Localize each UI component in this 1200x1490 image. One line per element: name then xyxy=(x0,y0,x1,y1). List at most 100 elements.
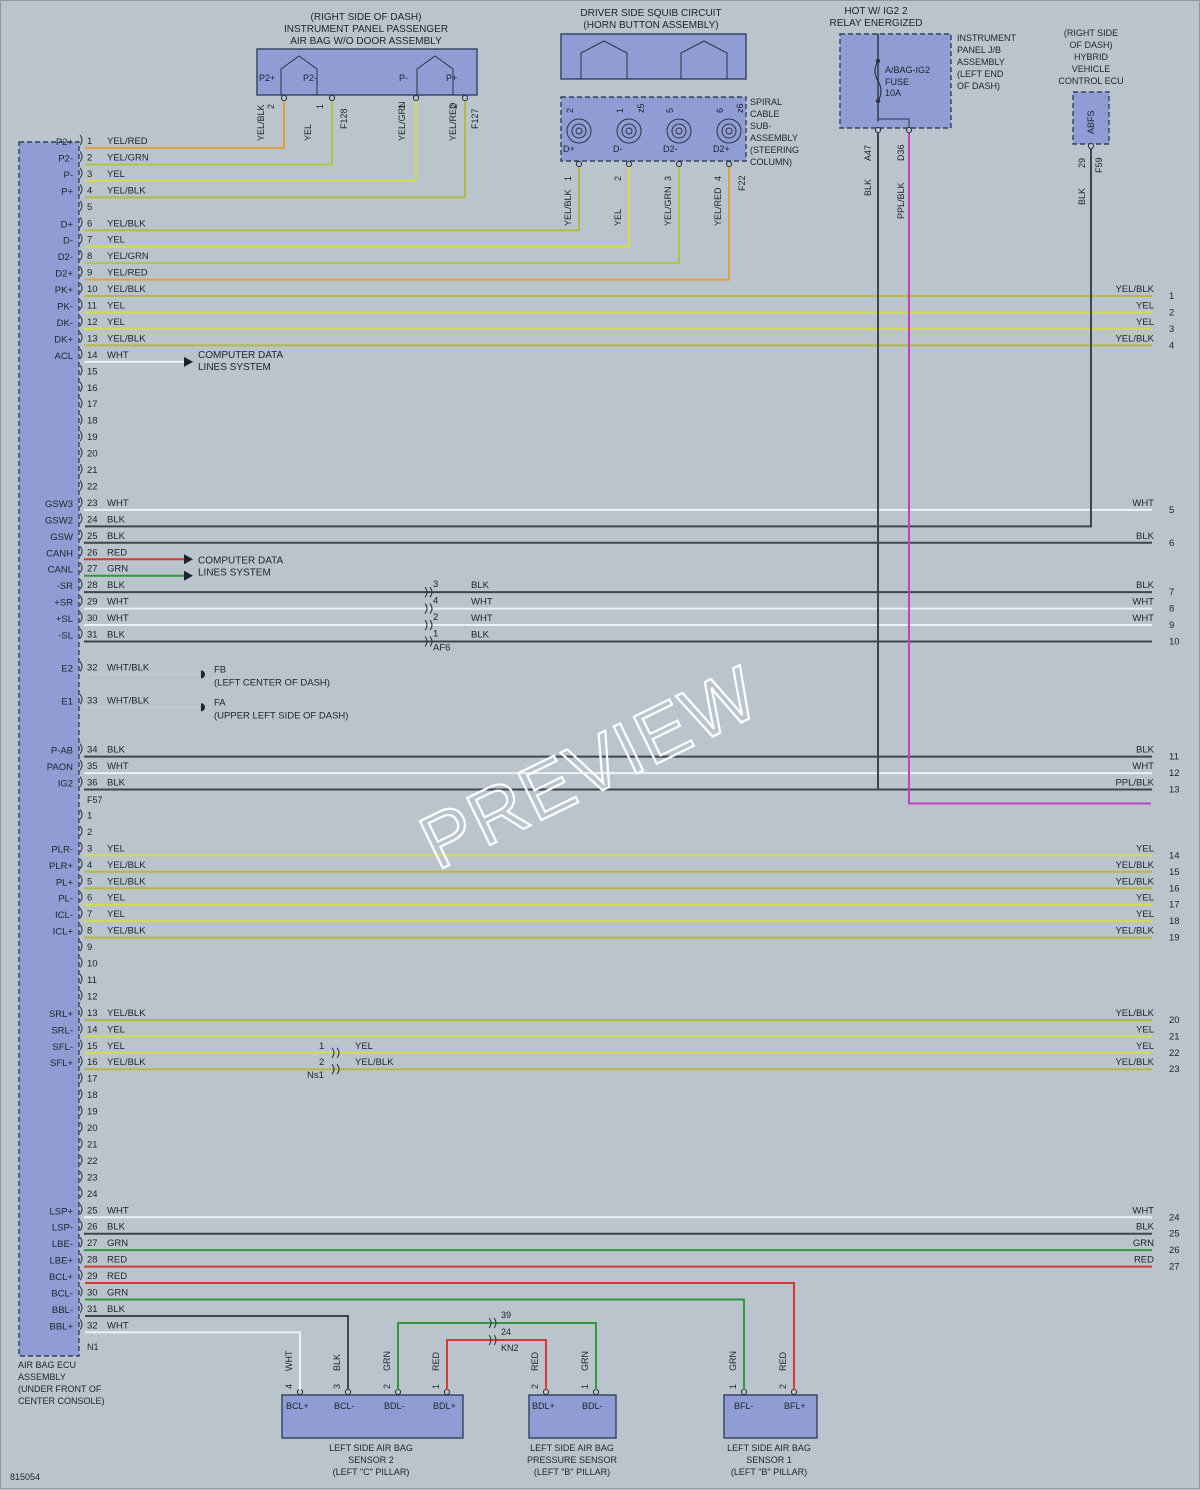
ecu-pin: 23 xyxy=(87,1172,98,1183)
wire-color-label: RED xyxy=(107,1271,127,1282)
kn2-pin: 39 xyxy=(501,1310,511,1320)
right-pin-number: 8 xyxy=(1169,604,1174,615)
passenger-terminal: P- xyxy=(399,73,408,83)
sensor-pin: 2 xyxy=(530,1384,540,1389)
spiral-label: (STEERING xyxy=(750,145,799,155)
right-pin-number: 23 xyxy=(1169,1064,1180,1075)
ecu-terminal: PK+ xyxy=(55,285,74,296)
wire-color-label: YEL/BLK xyxy=(107,926,146,937)
ecu-terminal: D2+ xyxy=(55,269,73,280)
passenger-terminal: P2+ xyxy=(259,73,275,83)
right-pin-number: 4 xyxy=(1169,340,1174,351)
ecu-terminal: SRL+ xyxy=(49,1009,73,1020)
spiral-coil xyxy=(566,118,592,144)
spiral-coil xyxy=(625,127,633,135)
ecu-pin: 32 xyxy=(87,662,98,673)
spiral-wire-label: YEL xyxy=(613,209,623,226)
pin-tick xyxy=(79,397,83,409)
ecu-pin: 13 xyxy=(87,1008,98,1019)
pin-ring xyxy=(874,126,882,134)
spiral-coil xyxy=(725,127,733,135)
ecu-pin: 16 xyxy=(87,383,98,394)
pin-tick xyxy=(79,990,83,1001)
right-wire-label: YEL xyxy=(1136,843,1154,854)
spiral-coil xyxy=(621,123,637,139)
wire-color-label: BLK xyxy=(107,580,126,591)
ecu-pin: 17 xyxy=(87,399,98,410)
ecu-terminal: SRL- xyxy=(51,1025,73,1036)
spiral-wire-label: YEL/RED xyxy=(713,187,723,226)
right-pin-number: 21 xyxy=(1169,1031,1180,1042)
pin-tick xyxy=(429,619,433,631)
pin-tick xyxy=(79,1121,83,1133)
pin-tick xyxy=(79,364,83,376)
ecu-terminal: -SL xyxy=(58,631,73,642)
ecu-terminal: SFL- xyxy=(52,1042,73,1053)
wire-to-sensor-1-plus xyxy=(85,1282,795,1390)
passenger-terminal: P2- xyxy=(303,73,317,83)
wire-to-spiral-cable xyxy=(85,167,730,281)
wire-color-label: YEL xyxy=(107,301,125,312)
fuse-header: RELAY ENERGIZED xyxy=(830,18,923,29)
right-wire-label: YEL xyxy=(1136,909,1154,920)
sensor-label: SENSOR 1 xyxy=(746,1455,792,1465)
spiral-coil xyxy=(671,123,687,139)
right-pin-number: 1 xyxy=(1169,291,1174,302)
right-wire-label: WHT xyxy=(1132,597,1154,608)
splice-wire-label: WHT xyxy=(471,597,493,608)
ecu-pin: 16 xyxy=(87,1057,98,1068)
ecu-pin: 23 xyxy=(87,498,98,509)
pin-tick xyxy=(79,1154,83,1166)
pin-tick xyxy=(79,414,83,425)
wire-color-label: WHT xyxy=(107,761,129,772)
splice-pin: 1 xyxy=(433,629,438,640)
spiral-terminal: D+ xyxy=(563,144,575,154)
pin-tick xyxy=(79,578,83,590)
ecu-pin: 33 xyxy=(87,695,98,706)
right-pin-number: 6 xyxy=(1169,538,1174,549)
pin-tick xyxy=(79,874,83,886)
pin-tick xyxy=(429,586,433,598)
passenger-wire-label: YEL/GRN xyxy=(397,101,407,141)
pin-ring xyxy=(328,94,336,102)
pin-tick xyxy=(79,661,83,672)
wire-color-label: RED xyxy=(107,1255,127,1266)
sensor-1-box xyxy=(723,1394,818,1439)
fuse-wire-label: BLK xyxy=(863,179,873,196)
spiral-coil xyxy=(571,123,587,139)
pin-tick xyxy=(79,693,83,705)
sensor-wire-label: WHT xyxy=(284,1350,294,1371)
wire-color-label: BLK xyxy=(107,514,126,525)
sensor-wire-label: GRN xyxy=(580,1351,590,1371)
ecu-pin: 3 xyxy=(87,169,92,180)
right-pin-number: 3 xyxy=(1169,324,1174,335)
pin-tick xyxy=(79,315,83,327)
spiral-coil xyxy=(716,118,742,144)
pin-tick xyxy=(79,1138,83,1149)
right-pin-number: 11 xyxy=(1169,752,1179,763)
ecu-pin: 27 xyxy=(87,1238,98,1249)
fuse-name: A/BAG-IG2 xyxy=(885,65,930,75)
sensor-terminal: BCL+ xyxy=(286,1401,309,1411)
right-pin-number: 13 xyxy=(1169,785,1180,796)
wire-sensor2-to-pressure-grn xyxy=(397,1322,597,1390)
ecu-pin: 11 xyxy=(87,975,97,986)
splice-pin: 2 xyxy=(319,1057,324,1068)
pin-tick xyxy=(79,924,83,935)
wire-color-label: YEL/RED xyxy=(107,268,148,279)
spiral-coil xyxy=(675,127,683,135)
right-wire-label: YEL/BLK xyxy=(1115,284,1154,295)
wire-color-label: YEL/BLK xyxy=(107,218,146,229)
spiral-coil xyxy=(721,123,737,139)
pin-tick xyxy=(79,809,83,820)
pin-tick xyxy=(424,636,428,647)
ecu-terminal: ICL+ xyxy=(53,927,74,938)
right-wire-label: YEL/BLK xyxy=(1115,876,1154,887)
right-wire-label: WHT xyxy=(1132,498,1154,509)
ecu-terminal: P- xyxy=(64,170,74,181)
pin-ring xyxy=(296,1388,304,1396)
wire-color-label: BLK xyxy=(107,1304,126,1315)
ecu-terminal: PLR+ xyxy=(49,861,73,872)
ecu-pin: 34 xyxy=(87,745,98,756)
ecu-terminal: DK+ xyxy=(54,334,73,345)
